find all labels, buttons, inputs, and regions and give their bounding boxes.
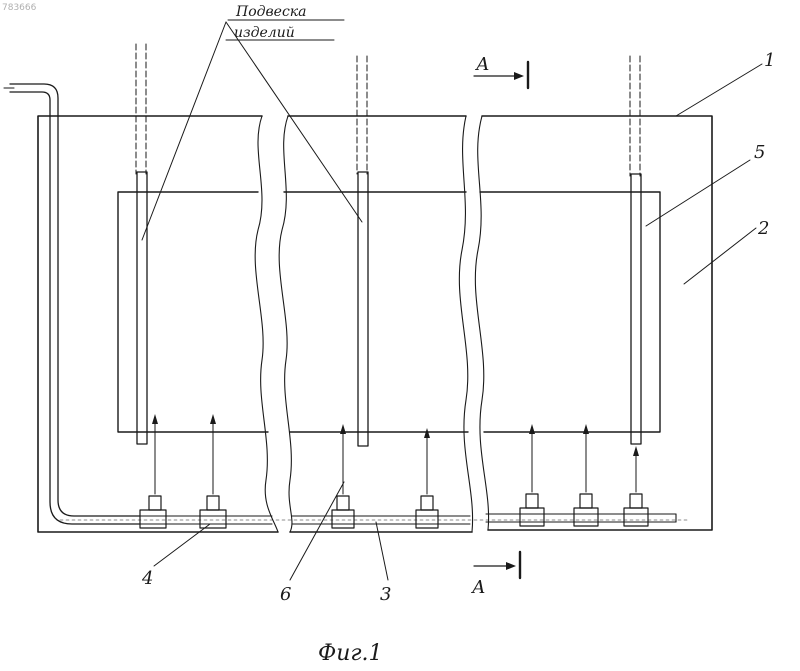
hanger-label-line2: изделий <box>234 25 295 41</box>
svg-text:4: 4 <box>141 568 153 589</box>
hanger-label-line1: Подвеска <box>235 4 307 20</box>
section-letter-top: А <box>474 54 490 75</box>
jet-4 <box>424 428 430 494</box>
callout-3: 3 <box>376 522 391 605</box>
jet-6 <box>583 424 589 492</box>
distribution-pipe <box>60 514 690 524</box>
callout-5: 5 <box>646 142 765 226</box>
nozzle-4 <box>416 496 438 528</box>
section-mark-top: А <box>474 54 528 88</box>
nozzle-2 <box>200 496 226 528</box>
svg-text:1: 1 <box>764 50 775 71</box>
jet-1 <box>152 414 158 494</box>
corner-id: 783666 <box>2 3 37 13</box>
inlet-pipe <box>4 84 140 524</box>
callout-1: 1 <box>676 50 775 116</box>
nozzle-7 <box>624 494 648 526</box>
nozzle-tees <box>140 494 648 528</box>
tank-outline <box>38 116 712 532</box>
svg-text:6: 6 <box>280 584 291 605</box>
svg-text:2: 2 <box>757 218 769 239</box>
jet-5 <box>529 424 535 492</box>
svg-text:5: 5 <box>754 142 765 163</box>
nozzle-5 <box>520 494 544 526</box>
figure-caption: Фиг.1 <box>318 641 383 666</box>
hanger-annotation: Подвеска изделий <box>142 4 362 240</box>
product-hangers <box>136 44 641 446</box>
nozzle-3 <box>332 496 354 528</box>
section-mark-bottom: А <box>470 552 520 598</box>
nozzle-1 <box>140 496 166 528</box>
jet-7 <box>633 446 639 492</box>
callout-4: 4 <box>141 524 210 589</box>
hanger-1 <box>136 44 147 444</box>
callout-2: 2 <box>684 218 769 284</box>
jet-2 <box>210 414 216 494</box>
section-letter-bottom: А <box>470 577 486 598</box>
hanger-2 <box>357 56 368 446</box>
svg-text:3: 3 <box>380 584 391 605</box>
hanger-3 <box>630 56 641 444</box>
nozzle-6 <box>574 494 598 526</box>
break-lines <box>255 116 488 532</box>
jets <box>152 414 639 494</box>
ultrasonic-block <box>118 192 660 432</box>
